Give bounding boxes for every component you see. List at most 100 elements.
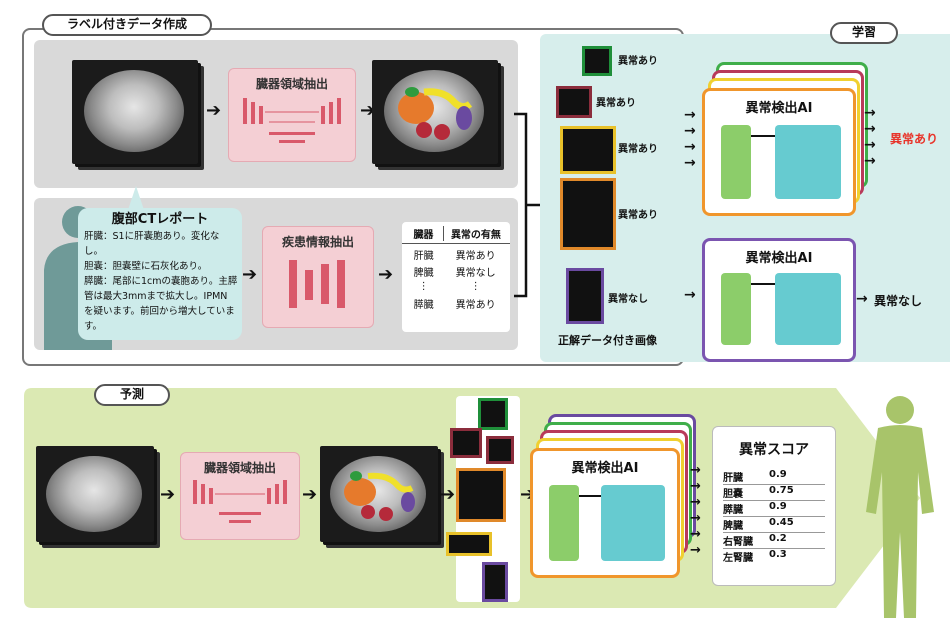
thumbnail-label: 異常あり bbox=[618, 210, 658, 221]
table-cell: 異常なし bbox=[455, 268, 496, 279]
thumbnail-image bbox=[566, 268, 604, 324]
merge-connector bbox=[514, 112, 540, 298]
table-header: 異常の有無 bbox=[442, 226, 508, 241]
table-cell: 脾臓 bbox=[413, 268, 434, 279]
score-value: 0.2 bbox=[769, 533, 787, 544]
anomaly-ai-card: 異常検出AI bbox=[702, 88, 856, 216]
arrow-icon: → bbox=[684, 287, 696, 303]
score-row: 右腎臓 0.2 bbox=[723, 533, 825, 549]
thumbnail-label: 異常なし bbox=[608, 294, 648, 305]
score-organ: 右腎臓 bbox=[723, 537, 753, 548]
table-row: 膵臓 異常あり bbox=[402, 292, 510, 311]
arrow-icon: ➔ bbox=[160, 484, 176, 505]
arrow-icon: ➔ bbox=[242, 264, 258, 285]
labeled-data-tag: ラベル付きデータ作成 bbox=[42, 14, 212, 36]
disease-extraction-box: 疾患情報抽出 bbox=[262, 226, 374, 328]
organ-extraction-label: 臓器領域抽出 bbox=[203, 461, 276, 475]
report-line: 管は最大3mmまで拡大し。IPMN bbox=[84, 291, 228, 302]
arrow-icon: → bbox=[690, 543, 701, 558]
thumbnail-image bbox=[560, 126, 616, 174]
ct-report-card: 腹部CTレポート 肝臓：S1に肝嚢胞あり。変化なし。 胆嚢：胆嚢壁に石灰化あり。… bbox=[78, 208, 242, 340]
table-cell: 膵臓 bbox=[413, 300, 434, 311]
score-organ: 左腎臓 bbox=[723, 553, 753, 564]
table-row: 脾臓 異常なし bbox=[402, 262, 510, 279]
arrow-icon: → bbox=[864, 153, 876, 169]
disease-table: 臓器 異常の有無 肝臓 異常あり 脾臓 異常なし ⋮ ⋮ 膵臓 異常あり bbox=[402, 222, 510, 332]
report-line: 膵臓：尾部に1cmの嚢胞あり。主膵 bbox=[84, 276, 238, 287]
arrow-icon: → bbox=[684, 107, 696, 123]
ct-scan-predict bbox=[36, 446, 154, 542]
disease-extraction-label: 疾患情報抽出 bbox=[281, 235, 354, 249]
ground-truth-label: 正解データ付き画像 bbox=[558, 334, 657, 347]
connector bbox=[579, 495, 601, 497]
decoder-block bbox=[775, 273, 841, 345]
thumbnail-label: 異常あり bbox=[618, 144, 658, 155]
arrow-icon: → bbox=[864, 105, 876, 121]
training-tag: 学習 bbox=[830, 22, 898, 44]
thumbnail-image bbox=[556, 86, 592, 118]
thumbnail-image bbox=[450, 428, 482, 458]
arrow-icon: → bbox=[864, 137, 876, 153]
arrow-icon: → bbox=[684, 139, 696, 155]
thumbnail-image bbox=[482, 562, 508, 602]
thumbnail-image bbox=[582, 46, 612, 76]
connector bbox=[751, 135, 775, 137]
arrow-icon: → bbox=[690, 463, 701, 478]
report-pointer bbox=[128, 186, 144, 210]
arrow-icon: ➔ bbox=[302, 484, 318, 505]
organ-extraction-box: 臓器領域抽出 bbox=[228, 68, 356, 162]
table-cell: 異常あり bbox=[455, 300, 496, 311]
arrow-icon: ➔ bbox=[440, 484, 456, 505]
arrow-icon: → bbox=[690, 511, 701, 526]
anomaly-ai-card-predict: 異常検出AI bbox=[530, 448, 680, 578]
table-cell: ⋮ bbox=[418, 281, 429, 292]
arrow-icon: ➔ bbox=[360, 100, 376, 121]
arrow-icon: → bbox=[684, 123, 696, 139]
ai-title: 異常検出AI bbox=[745, 101, 813, 116]
organ-extraction-box-predict: 臓器領域抽出 bbox=[180, 452, 300, 540]
thumbnail-image bbox=[456, 468, 506, 522]
ct-scan-segmented-predict bbox=[320, 446, 438, 542]
ct-scan-segmented bbox=[372, 60, 498, 164]
table-row: ⋮ ⋮ bbox=[402, 279, 510, 292]
organ-extraction-label: 臓器領域抽出 bbox=[255, 77, 328, 91]
prediction-tag: 予測 bbox=[94, 384, 170, 406]
decoder-block bbox=[601, 485, 665, 561]
table-row: 肝臓 異常あり bbox=[402, 244, 510, 262]
output-anomaly-yes: 異常あり bbox=[890, 132, 939, 146]
connector bbox=[751, 283, 775, 285]
network-icon bbox=[243, 98, 341, 143]
table-cell: 異常あり bbox=[455, 251, 496, 262]
table-cell: ⋮ bbox=[470, 281, 481, 292]
report-title: 腹部CTレポート bbox=[111, 212, 209, 227]
score-organ: 脾臓 bbox=[723, 521, 743, 532]
thumbnail-image bbox=[560, 178, 616, 250]
person-silhouette-icon bbox=[866, 396, 934, 618]
arrow-icon: → bbox=[864, 121, 876, 137]
anomaly-ai-card-normal: 異常検出AI bbox=[702, 238, 856, 362]
score-value: 0.45 bbox=[769, 517, 794, 528]
report-line: を疑います。前回から増大していま bbox=[84, 306, 235, 317]
score-value: 0.75 bbox=[769, 485, 794, 496]
table-header: 臓器 bbox=[413, 230, 434, 241]
thumbnail-label: 異常あり bbox=[618, 56, 658, 67]
score-title: 異常スコア bbox=[739, 442, 809, 458]
decoder-block bbox=[775, 125, 841, 199]
arrow-icon: → bbox=[684, 155, 696, 171]
encoder-block bbox=[721, 125, 751, 199]
score-organ: 膵臓 bbox=[723, 505, 743, 516]
arrow-icon: ➔ bbox=[206, 100, 222, 121]
arrow-icon: → bbox=[690, 527, 701, 542]
arrow-icon: → bbox=[690, 479, 701, 494]
thumbnail-image bbox=[446, 532, 492, 556]
score-row: 脾臓 0.45 bbox=[723, 517, 825, 533]
report-line: 胆嚢：胆嚢壁に石灰化あり。 bbox=[84, 261, 208, 272]
score-organ: 胆嚢 bbox=[723, 489, 743, 500]
score-organ: 肝臓 bbox=[723, 473, 743, 484]
score-value: 0.9 bbox=[769, 469, 787, 480]
thumbnail-image bbox=[478, 398, 508, 430]
ct-scan-input bbox=[72, 60, 198, 164]
ai-title: 異常検出AI bbox=[745, 251, 813, 266]
